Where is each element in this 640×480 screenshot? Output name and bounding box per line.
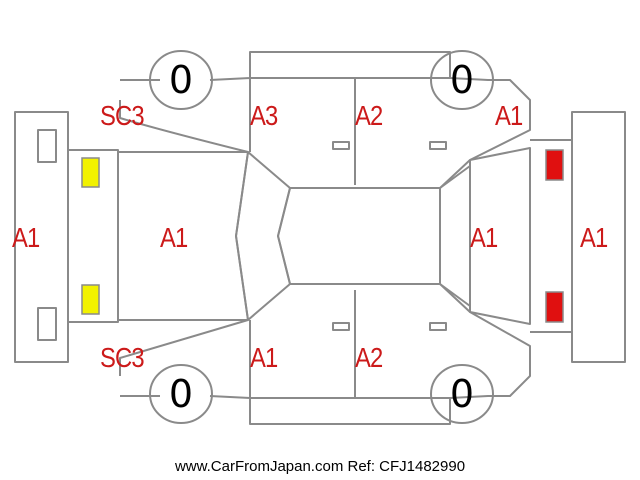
label-rear-hatch: A1 bbox=[470, 222, 498, 253]
front-bumper-slot-top bbox=[37, 129, 57, 163]
label-upper-front-corner: SC3 bbox=[100, 100, 145, 131]
tire-rear-right-value: 0 bbox=[449, 372, 475, 416]
lower-handle-front bbox=[332, 322, 350, 331]
lower-handle-rear bbox=[429, 322, 447, 331]
tire-front-left-value: 0 bbox=[168, 58, 194, 102]
label-lower-front-corner: SC3 bbox=[100, 342, 145, 373]
upper-handle-rear bbox=[429, 141, 447, 150]
front-bumper-panel bbox=[14, 111, 69, 363]
windshield bbox=[235, 151, 291, 321]
front-bumper-slot-bottom bbox=[37, 307, 57, 341]
headlight-top bbox=[81, 157, 100, 188]
tire-rear-left-value: 0 bbox=[449, 58, 475, 102]
taillight-top bbox=[545, 149, 564, 181]
label-upper-rear-corner: A1 bbox=[495, 100, 523, 131]
label-front-bumper: A1 bbox=[12, 222, 40, 253]
tire-front-right-shape bbox=[149, 364, 213, 424]
label-rear-bumper: A1 bbox=[580, 222, 608, 253]
label-lower-rear-door: A2 bbox=[355, 342, 383, 373]
rear-window bbox=[439, 165, 471, 307]
roof-panel bbox=[277, 187, 441, 285]
label-hood: A1 bbox=[160, 222, 188, 253]
tire-rear-right-shape bbox=[430, 364, 494, 424]
taillight-bottom bbox=[545, 291, 564, 323]
tire-rear-left-shape bbox=[430, 50, 494, 110]
upper-handle-front bbox=[332, 141, 350, 150]
tire-front-right-value: 0 bbox=[168, 372, 194, 416]
label-lower-front-door: A1 bbox=[250, 342, 278, 373]
rear-hatch-panel bbox=[469, 147, 531, 325]
footer-reference: www.CarFromJapan.com Ref: CFJ1482990 bbox=[174, 458, 466, 475]
label-upper-rear-door: A2 bbox=[355, 100, 383, 131]
rear-lights-bar bbox=[530, 139, 573, 333]
label-upper-front-door: A3 bbox=[250, 100, 278, 131]
hood-panel bbox=[68, 149, 119, 323]
headlight-bottom bbox=[81, 284, 100, 315]
tire-front-left-shape bbox=[149, 50, 213, 110]
